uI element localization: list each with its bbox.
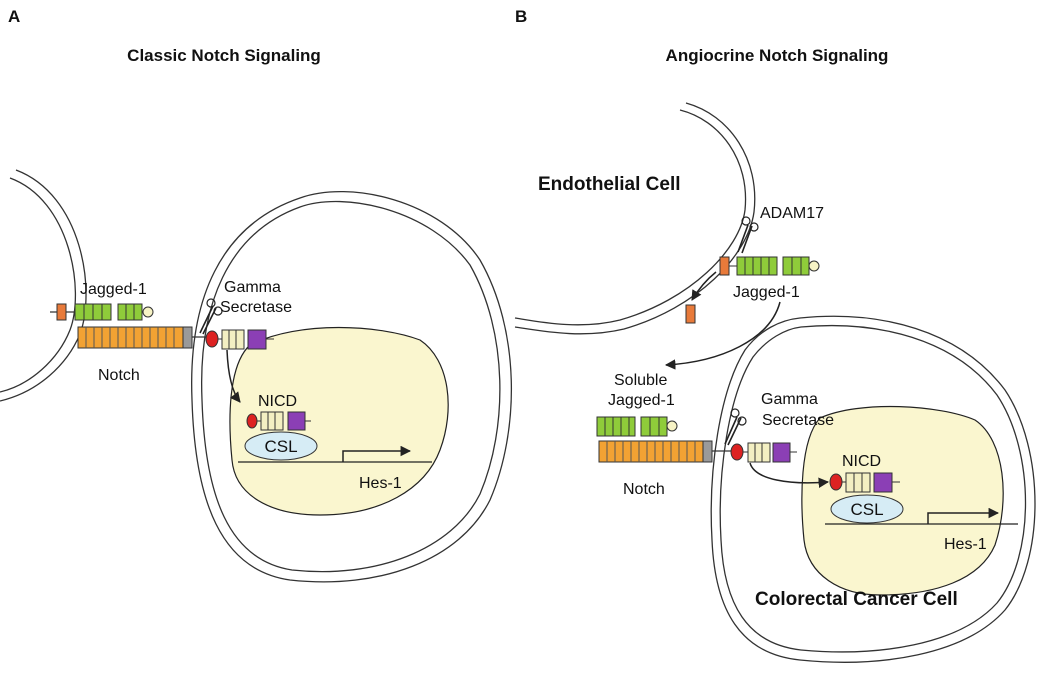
nicd-label: NICD: [258, 393, 297, 410]
secretase-label: Secretase: [220, 299, 292, 316]
cancer-cell-wall: [710, 315, 1036, 663]
secretase-b-label: Secretase: [762, 412, 834, 429]
gamma-scissors-icon: [724, 408, 747, 446]
jagged1-ligand: [50, 303, 154, 321]
cleaved-icd: [218, 329, 274, 350]
soluble-jagged1-label: Jagged-1: [608, 392, 675, 409]
hes1-label: Hes-1: [359, 475, 402, 492]
hes1-b-label: Hes-1: [944, 536, 987, 553]
notch-b-label: Notch: [623, 481, 665, 498]
notch-label: Notch: [98, 367, 140, 384]
panel-b-letter: B: [515, 7, 527, 26]
endothelial-cell-label: Endothelial Cell: [538, 174, 681, 195]
gamma-b-label: Gamma: [761, 391, 818, 408]
panel-b-title: Angiocrine Notch Signaling: [666, 46, 889, 65]
adam17-label: ADAM17: [760, 205, 824, 222]
receiving-cell-wall: [191, 191, 513, 583]
nicd-b-label: NICD: [842, 453, 881, 470]
endothelial-membrane: [514, 102, 756, 335]
endothelial-jagged1: [719, 256, 820, 276]
csl-label: CSL: [264, 437, 297, 456]
soluble-label: Soluble: [614, 372, 667, 389]
csl-protein: [244, 431, 318, 461]
panel-a-title: Classic Notch Signaling: [127, 46, 321, 65]
csl-b-protein: [830, 494, 904, 524]
panel-b: B Angiocrine Notch Signaling Endothelial…: [514, 7, 1036, 663]
nuclear-nicd-b: [829, 472, 900, 493]
panel-a-letter: A: [8, 7, 20, 26]
cleaved-stub: [685, 271, 717, 324]
csl-b-label: CSL: [850, 500, 883, 519]
release-arrow: [664, 301, 781, 370]
cleaved-icd-b: [743, 442, 797, 463]
endothelial-jagged1-label: Jagged-1: [733, 284, 800, 301]
translocation-arrow: [226, 349, 241, 403]
nucleus: [229, 326, 449, 516]
transcription-b-arrow: [927, 507, 1000, 524]
scissors-icon: [199, 298, 223, 335]
notch-receptor: [77, 326, 219, 349]
nuclear-nicd: [246, 411, 311, 431]
notch-receptor-b: [598, 440, 744, 463]
sending-cell-membrane: [0, 169, 87, 402]
jagged1-label: Jagged-1: [80, 281, 147, 298]
translocation-arrow-b: [749, 462, 830, 488]
panel-a: A Classic Notch Signaling Jagged-1: [0, 7, 513, 583]
soluble-jagged1: [596, 416, 678, 437]
cancer-cell-nucleus: [801, 405, 1004, 596]
gamma-label: Gamma: [224, 279, 281, 296]
adam17-scissors-icon: [737, 216, 759, 254]
transcription-arrow: [342, 445, 412, 462]
cancer-cell-label: Colorectal Cancer Cell: [755, 589, 958, 610]
